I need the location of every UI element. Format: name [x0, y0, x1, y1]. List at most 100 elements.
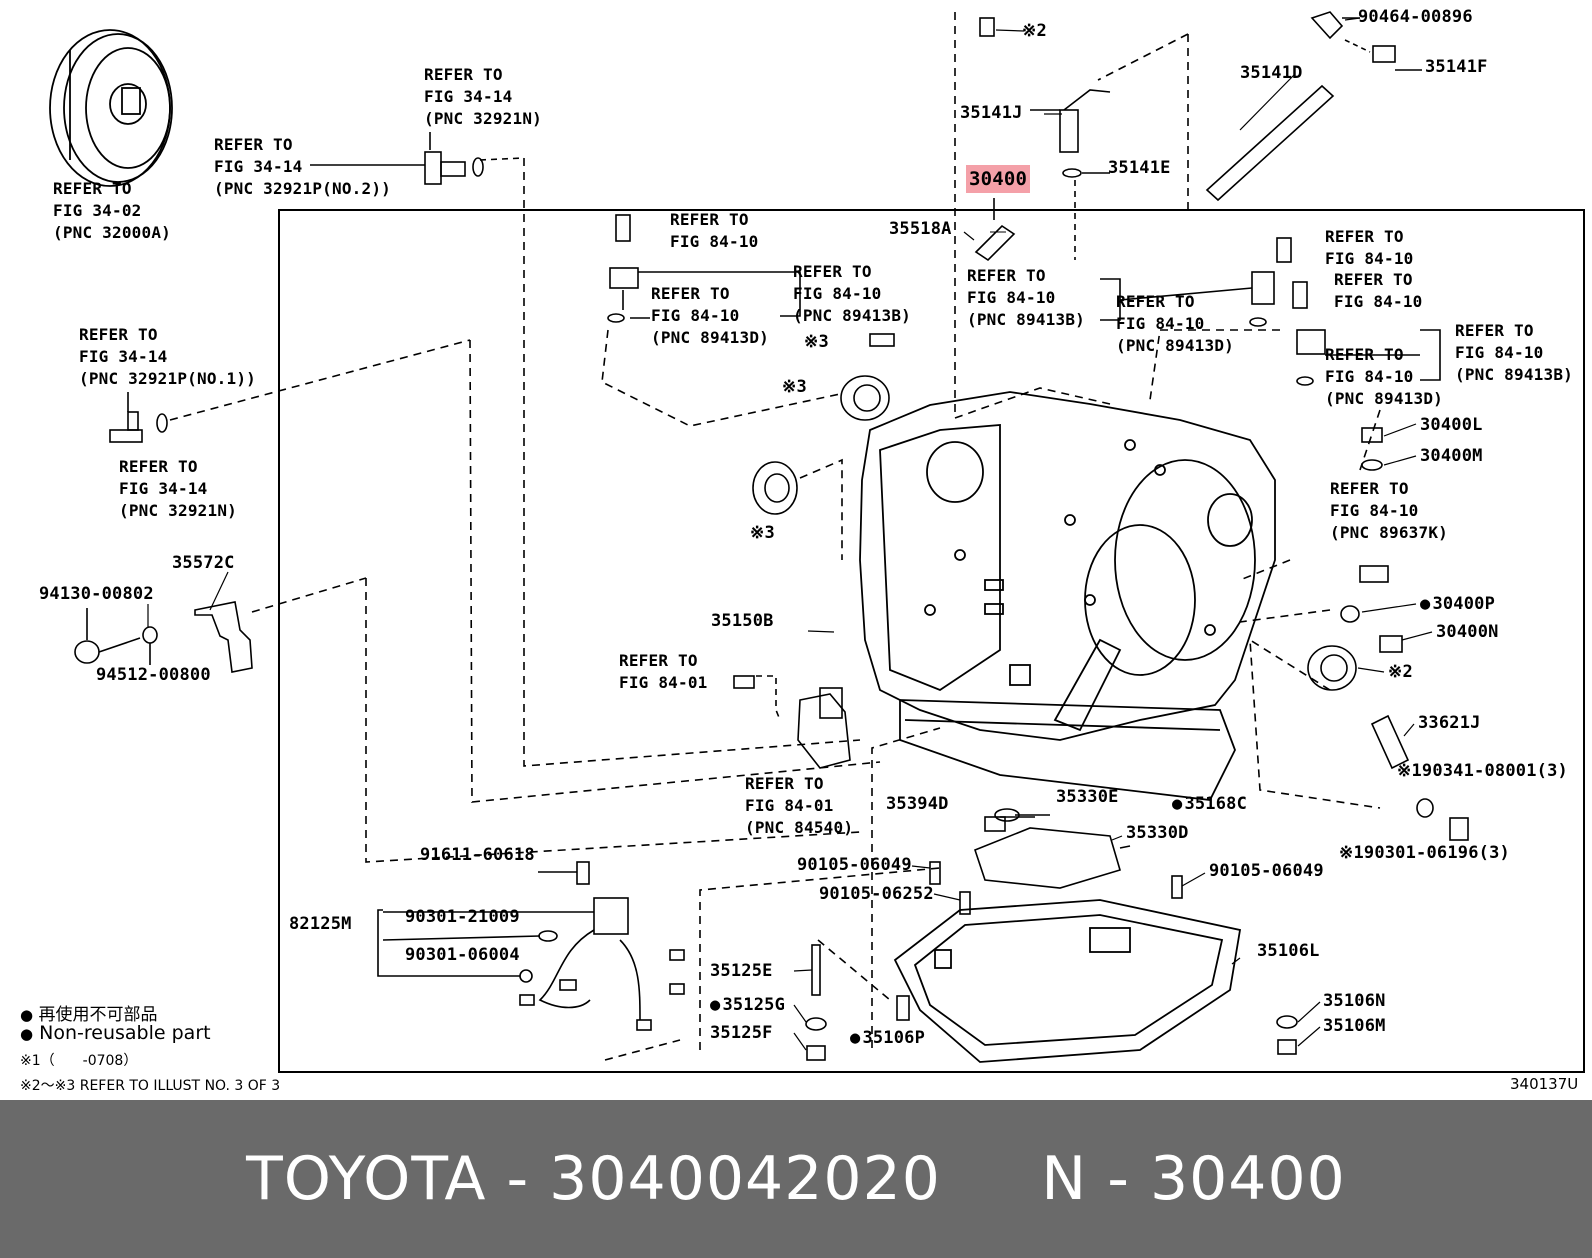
part-label: (PNC 89637K) — [1330, 523, 1448, 542]
part-label: 94130-00802 — [39, 584, 154, 604]
oil-strainer — [974, 808, 1131, 889]
diagram-code: 340137U — [1510, 1075, 1579, 1093]
diagram-linework — [49, 11, 1585, 1073]
part-label: FIG 34-14 — [214, 157, 303, 176]
legend-note1: ※1（ -0708） — [20, 1053, 138, 1069]
part-label: FIG 84-10 — [651, 306, 740, 325]
part-label: 35106M — [1323, 1016, 1386, 1036]
part-label: REFER TO — [79, 325, 158, 344]
left-fitting — [109, 339, 881, 803]
part-label: REFER TO — [1325, 345, 1404, 364]
part-label: REFER TO — [1330, 479, 1409, 498]
part-label: 82125M — [289, 914, 352, 934]
part-label: REFER TO — [214, 135, 293, 154]
part-label: 35125G — [710, 995, 785, 1016]
part-label: REFER TO — [1455, 321, 1534, 340]
part-label: FIG 84-10 — [1330, 501, 1419, 520]
transaxle-case — [859, 391, 1276, 801]
parts-diagram: REFER TO FIG 34-02 (PNC 32000A) REFER TO FIG… — [0, 0, 1592, 1100]
part-label: 35330E — [1056, 787, 1119, 807]
part-label: (PNC 84540) — [745, 818, 854, 837]
part-label: (PNC 89413B) — [967, 310, 1085, 329]
part-label: ※3 — [804, 332, 829, 352]
part-label: FIG 84-10 — [1116, 314, 1205, 333]
part-label: ※2 — [1388, 662, 1413, 682]
legend-note2: ※2～※3 REFER TO ILLUST NO. 3 OF 3 — [20, 1078, 281, 1094]
part-label: FIG 34-14 — [79, 347, 168, 366]
part-label: FIG 84-10 — [1325, 249, 1414, 268]
part-label: (PNC 89413D) — [1325, 389, 1443, 408]
part-label: 90105-06252 — [819, 884, 934, 904]
part-label: 35141J — [960, 103, 1023, 123]
part-label: FIG 34-02 — [53, 201, 142, 220]
part-label: FIG 84-10 — [670, 232, 759, 251]
part-label: ※2 — [1022, 21, 1047, 41]
legend-jp: ● 再使用不可部品 — [20, 1005, 158, 1025]
part-label: (PNC 32921N) — [424, 109, 542, 128]
part-label: 91611-60618 — [420, 845, 535, 865]
part-label: (PNC 32921P(NO.2)) — [214, 179, 391, 198]
oil-pan — [893, 899, 1242, 1063]
part-label: 94512-00800 — [96, 665, 211, 685]
legend-en: ● Non-reusable part — [20, 1022, 211, 1044]
part-label: 35150B — [711, 611, 774, 631]
part-label: ※190301-06196(3) — [1339, 843, 1510, 863]
wire-harness — [377, 727, 941, 1061]
part-label: (PNC 32921P(NO.1)) — [79, 369, 256, 388]
part-label: FIG 84-10 — [1334, 292, 1423, 311]
part-label: 35330D — [1126, 823, 1189, 843]
part-label: 35106N — [1323, 991, 1386, 1011]
part-label: (PNC 32921N) — [119, 501, 237, 520]
part-label: FIG 84-10 — [793, 284, 882, 303]
right-sensors — [1100, 237, 1469, 841]
part-label: FIG 84-01 — [619, 673, 708, 692]
part-label: 90301-06004 — [405, 945, 520, 965]
part-label: 30400M — [1420, 446, 1483, 466]
part-label: 30400P — [1420, 594, 1495, 615]
part-label: 90105-06049 — [797, 855, 912, 875]
part-label: 30400L — [1420, 415, 1483, 435]
part-label: REFER TO — [119, 457, 198, 476]
part-number-caption: TOYOTA - 3040042020 N - 30400 — [246, 1144, 1346, 1214]
part-label: 35518A — [889, 219, 952, 239]
speed-sensor-left — [601, 214, 895, 427]
part-label: (PNC 89413B) — [1455, 365, 1573, 384]
part-label: 35125E — [710, 961, 773, 981]
part-label: (PNC 89413B) — [793, 306, 911, 325]
part-label: ※3 — [750, 523, 775, 543]
part-label: REFER TO — [1116, 292, 1195, 311]
bracket-35572c — [74, 577, 861, 863]
highlighted-part-number: 30400 — [966, 165, 1031, 193]
part-label: REFER TO — [424, 65, 503, 84]
part-label: ※3 — [782, 377, 807, 397]
part-label: (PNC 89413D) — [651, 328, 769, 347]
torque-converter — [49, 29, 173, 187]
pan-bolts — [576, 861, 1298, 1061]
part-label: 90464-00896 — [1358, 7, 1473, 27]
neutral-switch — [733, 675, 851, 769]
part-label: 90301-21009 — [405, 907, 520, 927]
part-label: REFER TO — [1334, 270, 1413, 289]
part-label: FIG 34-14 — [119, 479, 208, 498]
part-label: 35168C — [1172, 794, 1247, 815]
part-label: REFER TO — [53, 179, 132, 198]
part-label: 35141E — [1108, 158, 1171, 178]
part-label: FIG 84-10 — [1455, 343, 1544, 362]
part-label: FIG 84-10 — [967, 288, 1056, 307]
breather-assembly — [954, 11, 1422, 420]
part-label: 30400N — [1436, 622, 1499, 642]
part-label: 90105-06049 — [1209, 861, 1324, 881]
part-label: ※190341-08001(3) — [1397, 761, 1568, 781]
part-label: 35141D — [1240, 63, 1303, 83]
part-label: 35106L — [1257, 941, 1320, 961]
part-label: (PNC 32000A) — [53, 223, 171, 242]
pipe-fittings — [310, 132, 861, 767]
part-label: FIG 84-01 — [745, 796, 834, 815]
part-label: FIG 34-14 — [424, 87, 513, 106]
part-label: REFER TO — [1325, 227, 1404, 246]
part-label: 33621J — [1418, 713, 1481, 733]
part-label: REFER TO — [967, 266, 1046, 285]
part-label: REFER TO — [793, 262, 872, 281]
part-label: REFER TO — [745, 774, 824, 793]
part-label: 35572C — [172, 553, 235, 573]
